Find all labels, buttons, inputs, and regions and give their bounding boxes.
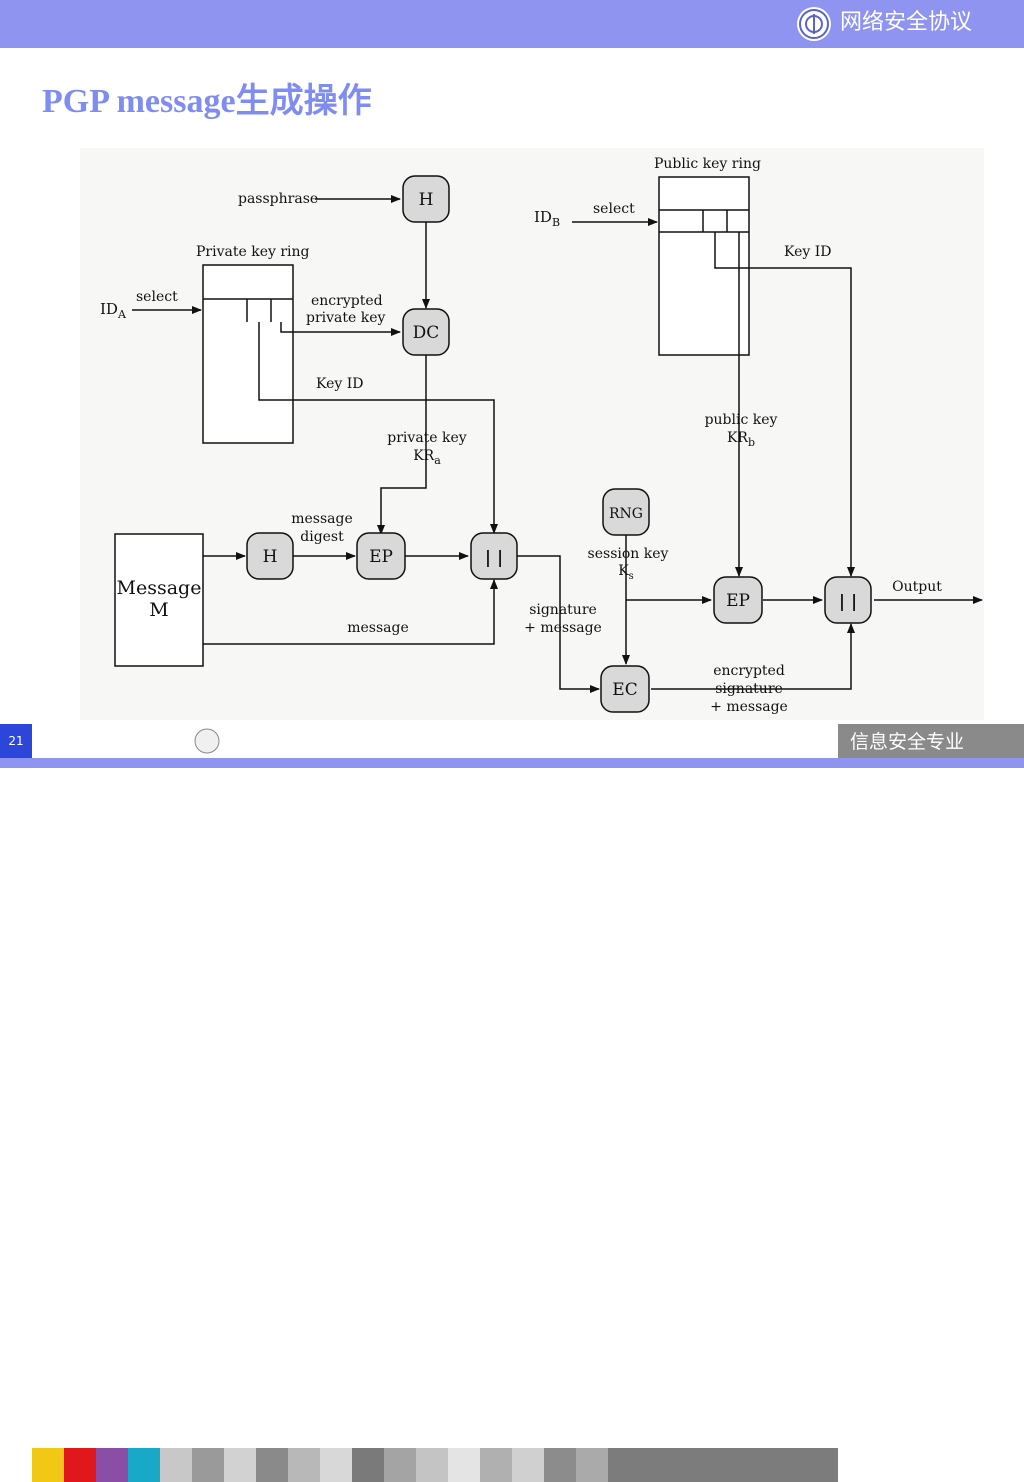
private-key-line2: KRa bbox=[413, 448, 441, 467]
pgp-message-diagram: H DC H EP | | RNG EP | | EC Private key … bbox=[100, 156, 983, 715]
node-ep-left-label: EP bbox=[369, 547, 393, 567]
node-ec-label: EC bbox=[612, 680, 637, 700]
university-name: 中国科学技术大学 bbox=[648, 732, 808, 756]
output-label: Output bbox=[892, 579, 942, 595]
encrypted-signature-line2: signature bbox=[715, 681, 783, 697]
encrypt-private-node bbox=[356, 532, 406, 580]
department-box bbox=[838, 724, 1024, 758]
message-digest-line1: message bbox=[291, 511, 353, 527]
encrypted-signature-line1: encrypted bbox=[713, 663, 785, 679]
signature-message-line2: + message bbox=[524, 620, 602, 636]
page-number: 21 bbox=[0, 724, 32, 758]
public-key-line1: public key bbox=[705, 412, 778, 428]
session-key-line2: Ks bbox=[618, 563, 634, 582]
message-box-line2: M bbox=[149, 599, 168, 621]
key-id-b-label: Key ID bbox=[784, 244, 831, 260]
message-label: message bbox=[347, 620, 409, 636]
private-key-line1: private key bbox=[387, 430, 467, 446]
signature-message-line1: signature bbox=[529, 602, 597, 618]
university-seal-icon bbox=[797, 7, 831, 41]
course-title: 网络安全协议 bbox=[840, 10, 973, 35]
public-key-ring-box bbox=[658, 176, 750, 356]
node-h-top-label: H bbox=[419, 190, 434, 210]
encrypted-private-key-line1: encrypted bbox=[311, 293, 383, 309]
private-key-ring-box bbox=[202, 264, 294, 444]
decrypt-node bbox=[402, 308, 450, 356]
id-b-label: IDB bbox=[534, 208, 560, 229]
message-digest-line2: digest bbox=[300, 529, 344, 545]
encrypt-conventional-node bbox=[600, 665, 650, 713]
private-key-ring-label: Private key ring bbox=[196, 244, 310, 260]
node-concat-left-label: | | bbox=[485, 548, 503, 568]
select-a-label: select bbox=[136, 289, 178, 305]
node-dc-label: DC bbox=[413, 323, 440, 343]
node-h-msg-label: H bbox=[263, 547, 278, 567]
concat-node-right bbox=[824, 576, 872, 624]
footer-blue-strip bbox=[0, 758, 1024, 768]
passphrase-label: passphrase bbox=[238, 191, 318, 207]
message-box bbox=[114, 533, 204, 667]
key-id-a-label: Key ID bbox=[316, 376, 363, 392]
message-box-line1: Message bbox=[117, 577, 202, 599]
encrypted-signature-line3: + message bbox=[710, 699, 788, 715]
select-b-label: select bbox=[593, 201, 635, 217]
slide-title: PGP message生成操作 bbox=[42, 83, 372, 120]
rng-node bbox=[602, 488, 650, 536]
hash-node-message bbox=[246, 532, 294, 580]
id-a-label: IDA bbox=[100, 300, 127, 321]
encrypted-private-key-line2: private key bbox=[306, 310, 386, 326]
public-key-ring-label: Public key ring bbox=[654, 156, 761, 172]
node-ep-right-label: EP bbox=[726, 591, 750, 611]
hash-node-top bbox=[402, 175, 450, 223]
node-concat-right-label: | | bbox=[839, 592, 857, 612]
session-key-line1: session key bbox=[588, 546, 669, 562]
node-rng-label: RNG bbox=[609, 506, 643, 522]
globe-icon bbox=[194, 728, 220, 754]
header-bar bbox=[0, 0, 1024, 48]
public-key-line2: KRb bbox=[727, 430, 755, 449]
concat-node-left bbox=[470, 532, 518, 580]
department-name: 信息安全专业 bbox=[850, 731, 965, 753]
encrypt-public-node bbox=[713, 576, 763, 624]
